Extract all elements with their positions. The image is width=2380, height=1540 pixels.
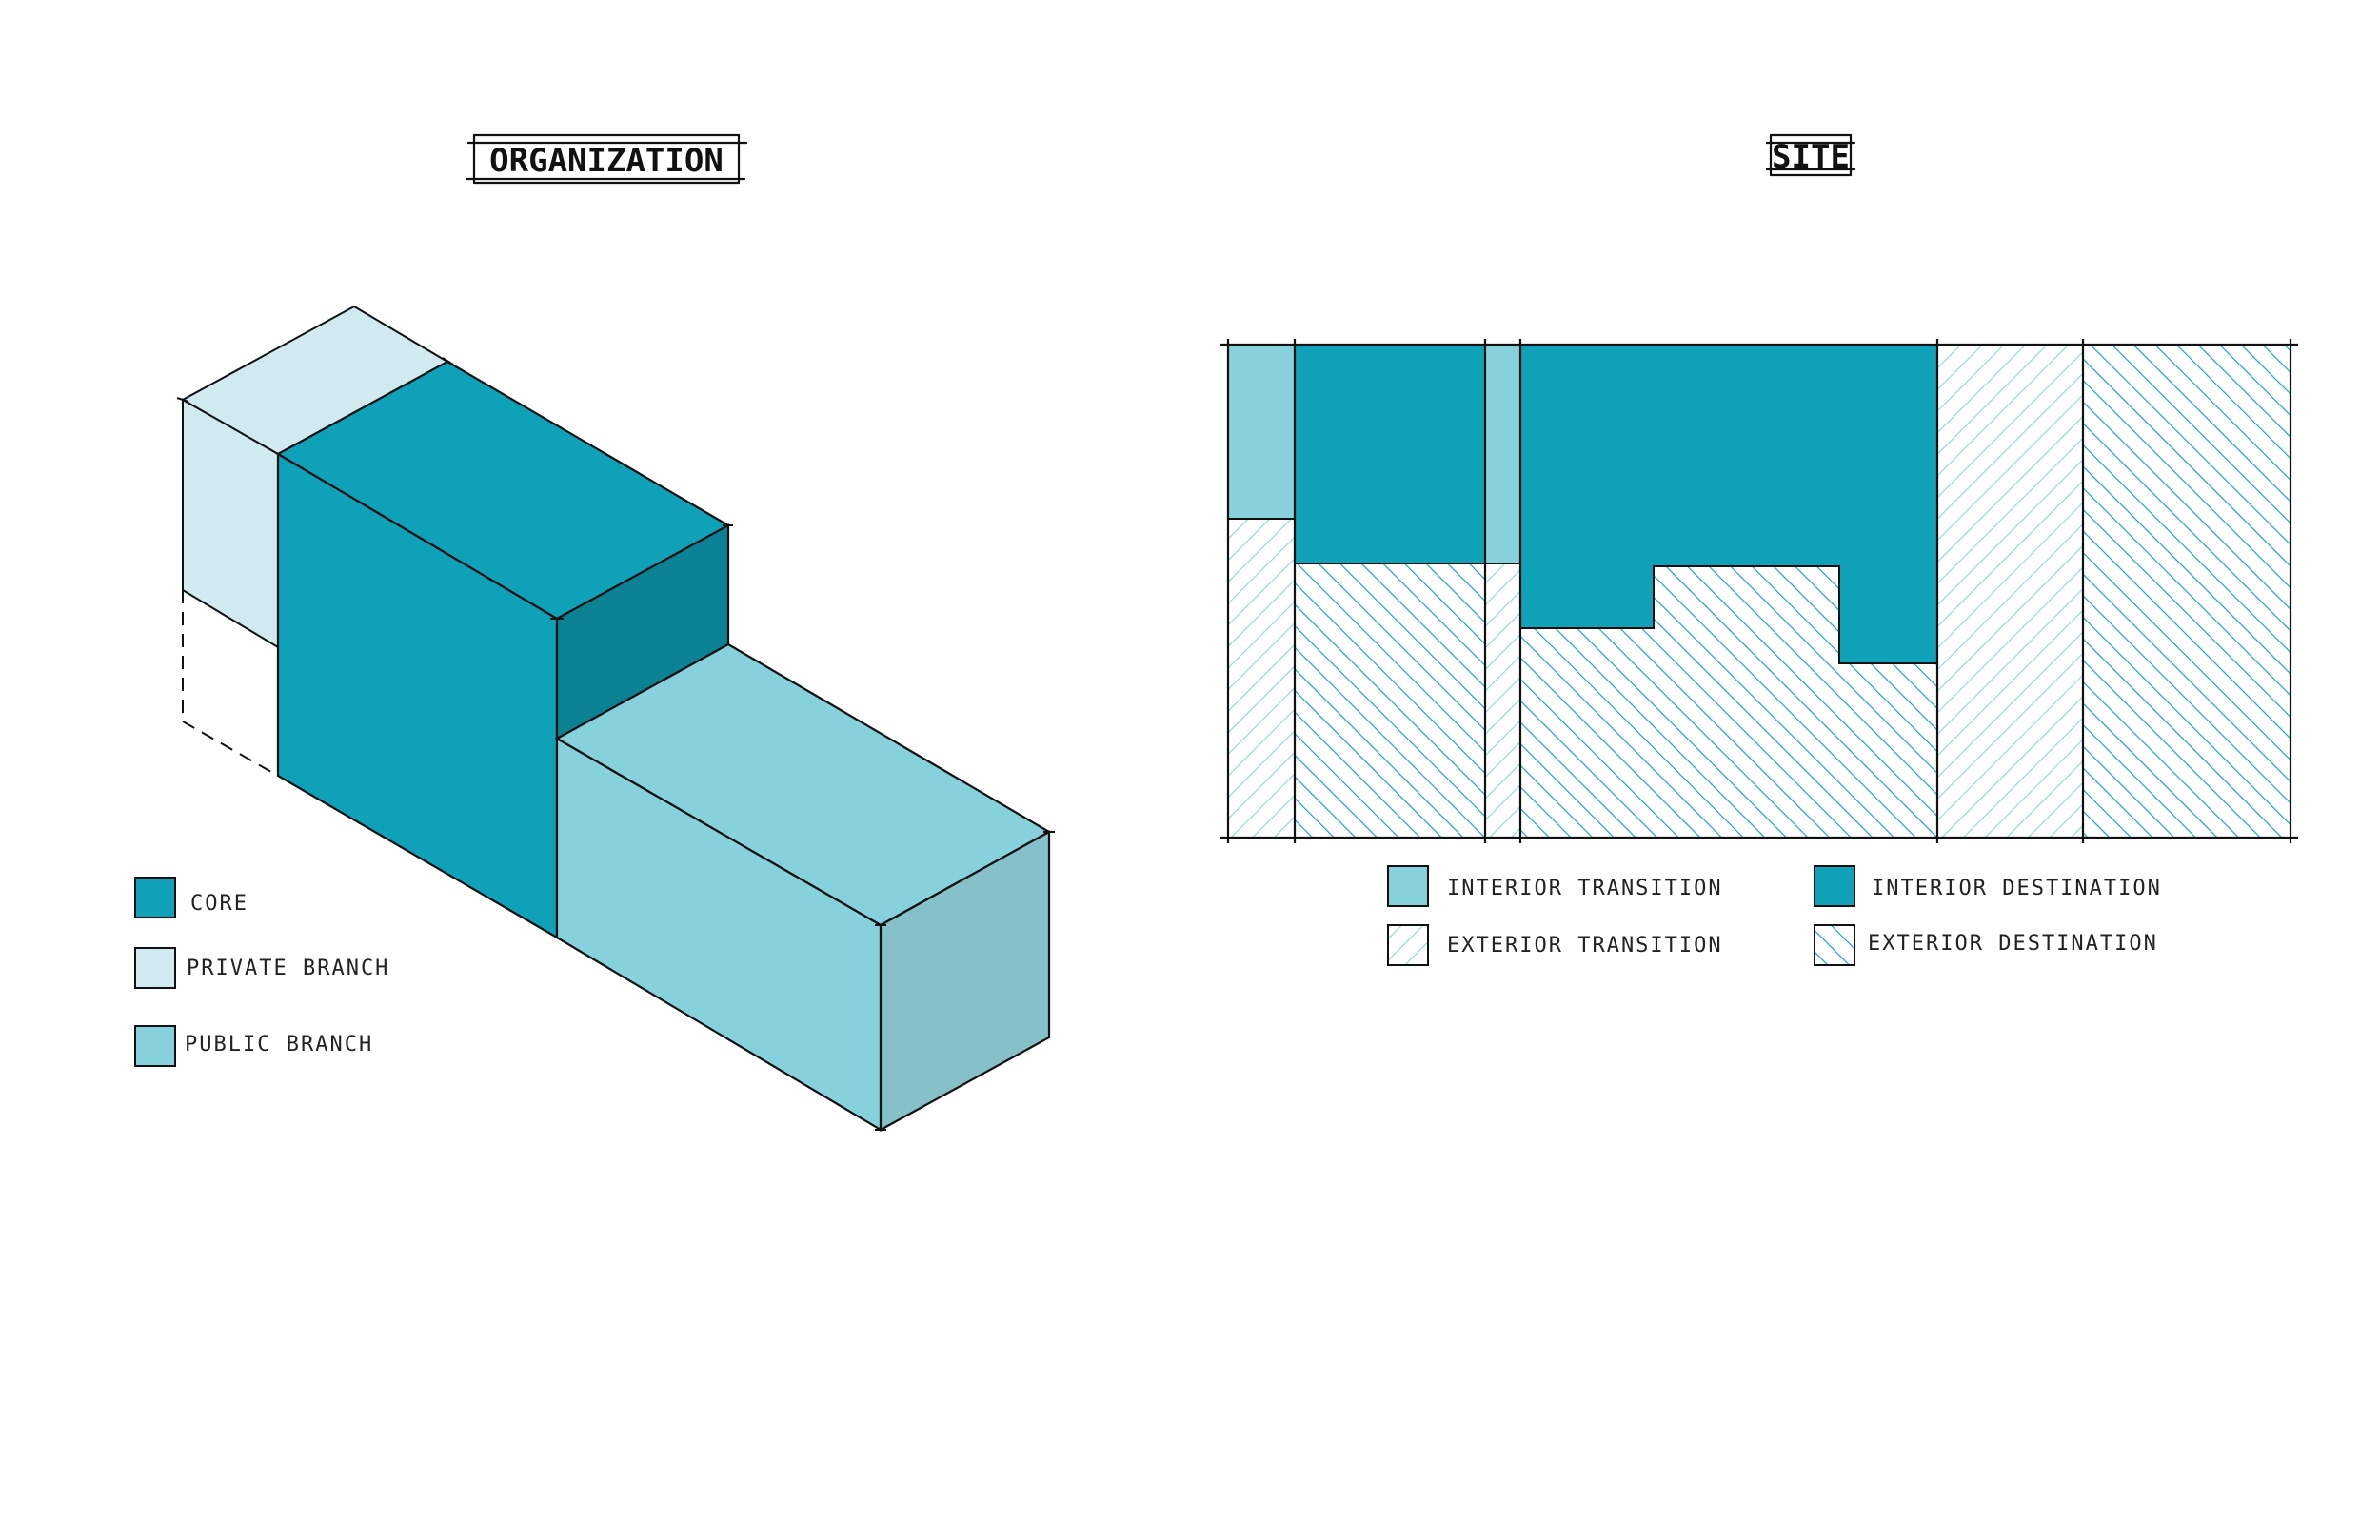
site-legend: INTERIOR TRANSITION INTERIOR DESTINATION… <box>1387 865 2162 966</box>
private-branch-ghost-edge <box>182 590 279 777</box>
site-exterior-transition-right <box>1937 345 2083 838</box>
site-interior-destination-a <box>1294 344 1486 564</box>
legend-item-exterior-transition: EXTERIOR TRANSITION <box>1387 924 1723 966</box>
legend-item-exterior-destination: EXTERIOR DESTINATION <box>1814 924 2158 966</box>
public-branch-side <box>879 830 1051 1132</box>
legend-item-core: CORE <box>134 877 248 918</box>
organization-title-box: ORGANIZATION <box>465 133 748 185</box>
legend-item-interior-destination: INTERIOR DESTINATION <box>1814 865 2162 907</box>
legend-label-interior-transition: INTERIOR TRANSITION <box>1447 877 1723 900</box>
legend-swatch-interior-transition <box>1387 865 1429 907</box>
organization-title: ORGANIZATION <box>489 142 724 180</box>
legend-swatch-public-branch <box>134 1025 176 1067</box>
site-interior-transition-middle <box>1484 344 1521 564</box>
sketch-corner-ticks <box>176 357 1055 1131</box>
site-exterior-destination-c <box>2083 345 2291 838</box>
site-interior-transition-left <box>1227 344 1296 520</box>
site-title-box: SITE <box>1765 133 1856 177</box>
legend-swatch-exterior-transition <box>1387 924 1429 966</box>
site-exterior-transition-left <box>1228 519 1295 838</box>
legend-item-private-branch: PRIVATE BRANCH <box>134 947 389 989</box>
site-plan <box>1220 339 2298 843</box>
site-title: SITE <box>1772 138 1850 176</box>
site-exterior-transition-middle <box>1485 563 1520 838</box>
site-exterior-destination-a <box>1295 563 1485 838</box>
legend-label-core: CORE <box>190 892 248 916</box>
legend-swatch-interior-destination <box>1814 865 1855 907</box>
legend-item-public-branch: PUBLIC BRANCH <box>134 1025 373 1067</box>
legend-item-interior-transition: INTERIOR TRANSITION <box>1387 865 1723 907</box>
legend-swatch-private-branch <box>134 947 176 989</box>
organization-massing <box>176 305 1055 1132</box>
legend-label-interior-destination: INTERIOR DESTINATION <box>1872 877 2162 900</box>
site-exterior-destination-b <box>1520 566 1937 838</box>
legend-swatch-core <box>134 877 176 918</box>
organization-legend: CORE PRIVATE BRANCH PUBLIC BRANCH <box>134 877 389 1067</box>
legend-label-public-branch: PUBLIC BRANCH <box>185 1033 373 1056</box>
site-grid-lines <box>1220 339 2298 843</box>
legend-label-private-branch: PRIVATE BRANCH <box>187 957 389 980</box>
legend-label-exterior-destination: EXTERIOR DESTINATION <box>1868 932 2158 956</box>
legend-label-exterior-transition: EXTERIOR TRANSITION <box>1447 934 1723 958</box>
legend-swatch-exterior-destination <box>1814 924 1855 966</box>
site-dashed-boundaries <box>1228 518 1937 664</box>
